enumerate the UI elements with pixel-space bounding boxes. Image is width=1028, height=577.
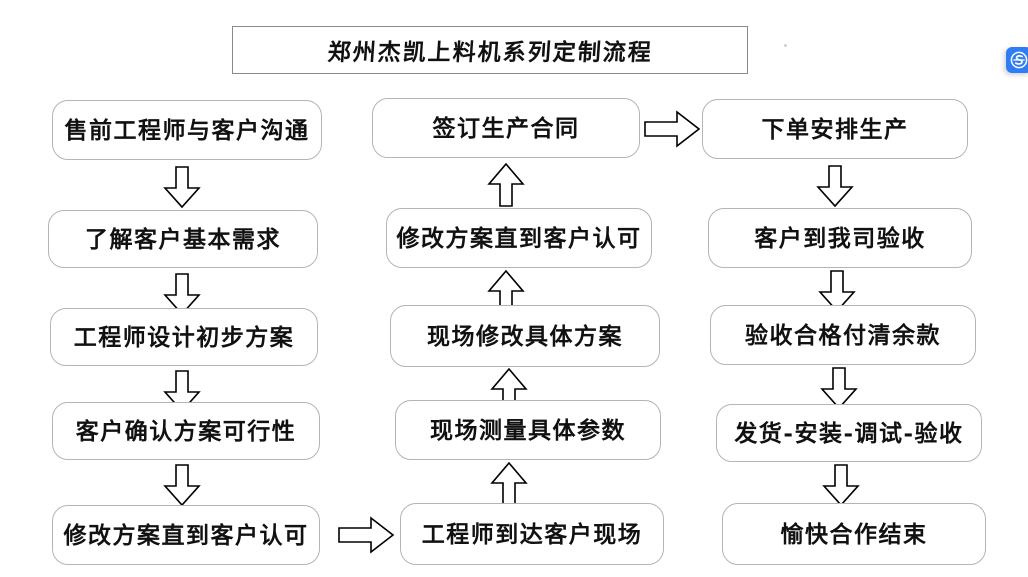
- arrow-up-c2-4: [490, 461, 528, 506]
- arrow-down-c1-3: [163, 370, 201, 413]
- node-label: 客户确认方案可行性: [75, 417, 297, 445]
- node-label: 修改方案直到客户认可: [396, 224, 642, 252]
- arrow-down-c1-4: [163, 464, 201, 507]
- node-c2-2: 修改方案直到客户认可: [386, 208, 652, 268]
- node-c2-1: 签订生产合同: [372, 98, 640, 158]
- arrow-down-c3-1: [816, 165, 854, 208]
- node-label: 签订生产合同: [432, 114, 580, 142]
- arrow-right-c2-to-c3: [644, 110, 701, 148]
- arrow-down-c3-2: [818, 270, 856, 313]
- node-c3-5: 愉快合作结束: [722, 503, 986, 565]
- node-c2-4: 现场测量具体参数: [395, 400, 661, 460]
- s-monogram-logo-icon: [1010, 51, 1028, 69]
- arrow-down-c3-4: [822, 464, 860, 507]
- node-c1-1: 售前工程师与客户沟通: [52, 100, 322, 160]
- node-label: 发货-安装-调试-验收: [734, 419, 964, 447]
- watermark-badge: [1006, 47, 1028, 73]
- node-label: 售前工程师与客户沟通: [64, 116, 310, 144]
- node-c2-3: 现场修改具体方案: [390, 305, 660, 367]
- node-label: 愉快合作结束: [780, 520, 928, 548]
- node-label: 验收合格付清余款: [745, 321, 941, 349]
- node-c1-2: 了解客户基本需求: [48, 210, 318, 268]
- node-c1-3: 工程师设计初步方案: [50, 308, 318, 366]
- chart-title-box: 郑州杰凯上料机系列定制流程: [232, 26, 748, 74]
- arrow-down-c1-2: [163, 273, 201, 316]
- chart-title-text: 郑州杰凯上料机系列定制流程: [326, 39, 654, 66]
- node-c3-1: 下单安排生产: [702, 99, 968, 159]
- node-label: 现场修改具体方案: [427, 322, 623, 350]
- node-label: 现场测量具体参数: [430, 416, 626, 444]
- node-c3-2: 客户到我司验收: [708, 208, 972, 268]
- arrow-right-c1-to-c2: [338, 516, 395, 554]
- node-c3-4: 发货-安装-调试-验收: [716, 404, 982, 462]
- node-label: 客户到我司验收: [754, 224, 926, 252]
- node-c1-4: 客户确认方案可行性: [52, 402, 320, 460]
- stray-speck: [784, 44, 787, 47]
- node-c3-3: 验收合格付清余款: [710, 305, 976, 365]
- arrow-up-c2-1: [487, 162, 525, 207]
- arrow-down-c3-3: [820, 367, 858, 410]
- node-label: 下单安排生产: [761, 115, 909, 143]
- node-label: 了解客户基本需求: [85, 225, 281, 253]
- arrow-down-c1-1: [163, 166, 201, 209]
- node-c1-5: 修改方案直到客户认可: [52, 505, 320, 565]
- node-c2-5: 工程师到达客户现场: [400, 503, 664, 565]
- node-label: 工程师到达客户现场: [421, 520, 643, 548]
- node-label: 工程师设计初步方案: [73, 323, 295, 351]
- node-label: 修改方案直到客户认可: [63, 521, 309, 549]
